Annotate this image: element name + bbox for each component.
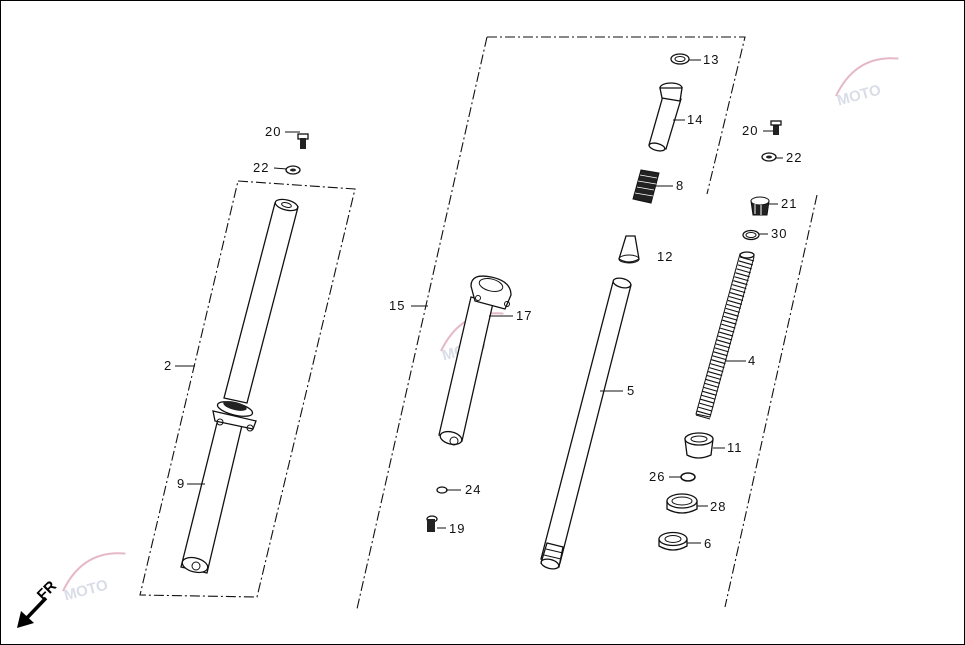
part-22-washer-right [761, 152, 777, 162]
part-20-bolt-right [770, 120, 782, 135]
part-5-fork-tube [540, 277, 632, 570]
label-part-11: 11 [727, 440, 743, 455]
group-outline-right [724, 194, 818, 608]
watermark-logo: MOTO [835, 57, 899, 110]
label-part-24: 24 [465, 482, 481, 497]
label-part-8: 8 [676, 178, 684, 193]
part-9-outer-tube [180, 401, 257, 574]
label-part-28: 28 [710, 499, 726, 514]
label-part-15: 15 [389, 298, 405, 313]
front-direction-arrow: FR [17, 578, 60, 628]
part-6-bushing [658, 531, 688, 551]
part-28-oil-seal [666, 493, 698, 514]
part-11-spacer [684, 432, 714, 459]
label-part-30: 30 [771, 226, 787, 241]
part-30-o-ring [742, 229, 760, 241]
part-13-washer [670, 53, 690, 65]
label-part-22-right: 22 [786, 150, 802, 165]
part-24-washer [436, 486, 448, 494]
part-20-bolt-left [297, 133, 309, 149]
label-part-21: 21 [781, 196, 797, 211]
label-part-26: 26 [649, 469, 665, 484]
label-part-14: 14 [687, 112, 703, 127]
part-12-oil-lock [618, 235, 640, 264]
part-17-fork-leg [438, 275, 512, 446]
label-part-9: 9 [177, 476, 185, 491]
label-part-19: 19 [449, 521, 465, 536]
label-part-4: 4 [748, 353, 756, 368]
label-part-13: 13 [703, 52, 719, 67]
group-outline-center-left [356, 36, 488, 610]
part-22-washer-left [285, 165, 301, 175]
part-8-rebound-spring [632, 169, 660, 204]
label-part-12: 12 [657, 249, 673, 264]
front-direction-label: FR [34, 578, 60, 604]
watermark-logo: MOTO [62, 552, 126, 605]
part-4-fork-spring [695, 251, 755, 420]
label-part-5: 5 [627, 383, 635, 398]
leader-lines [175, 59, 783, 544]
part-19-bolt [426, 515, 438, 532]
label-part-20-right: 20 [742, 123, 758, 138]
part-2-inner-tube [223, 198, 299, 404]
label-part-22-left: 22 [253, 160, 269, 175]
label-part-17: 17 [516, 308, 532, 323]
part-26-clip [680, 472, 696, 482]
label-part-2: 2 [164, 358, 172, 373]
group-outline-left [139, 180, 356, 598]
part-21-cap-bolt [750, 196, 770, 216]
label-part-6: 6 [704, 536, 712, 551]
group-outline-center [487, 36, 746, 195]
label-part-20-left: 20 [265, 124, 281, 139]
part-14-damper-rod [648, 82, 683, 152]
